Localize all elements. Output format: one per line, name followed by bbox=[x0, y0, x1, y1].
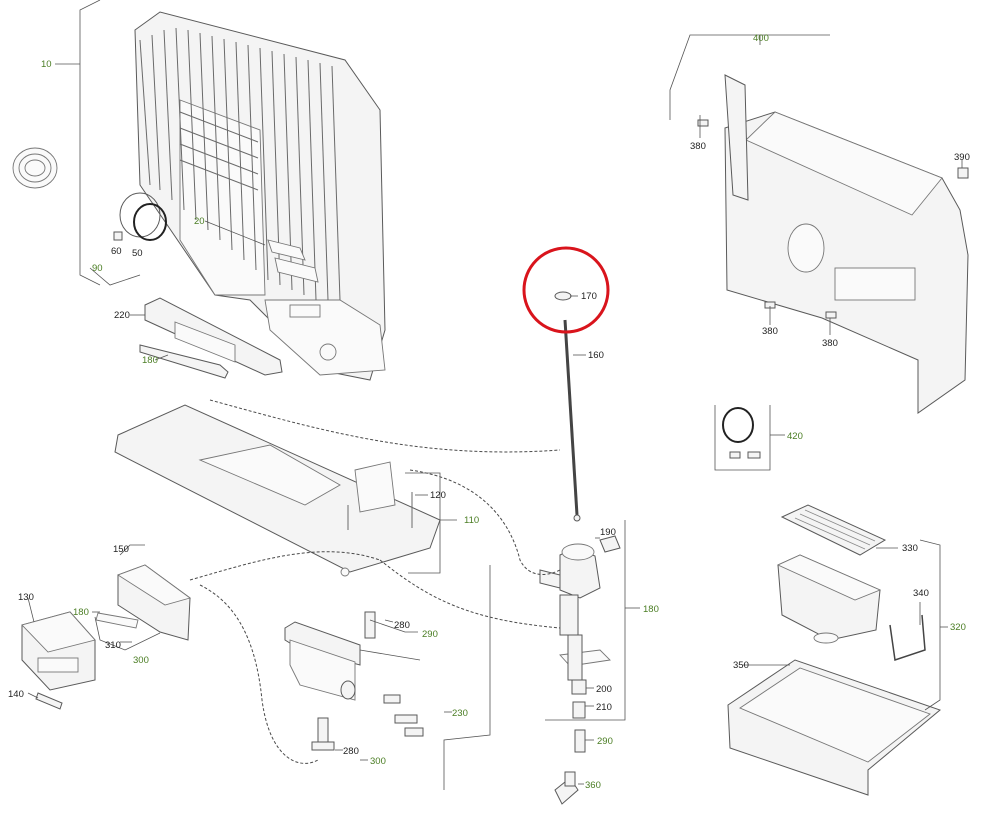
label-60[interactable]: 60 bbox=[111, 246, 122, 257]
label-90[interactable]: 90 bbox=[92, 263, 103, 274]
label-230[interactable]: 230 bbox=[452, 708, 468, 719]
label-380-mid[interactable]: 380 bbox=[762, 326, 778, 337]
label-280-bottom[interactable]: 280 bbox=[343, 746, 359, 757]
drip-tray-part-320[interactable] bbox=[776, 554, 882, 644]
tray-part-350[interactable] bbox=[727, 659, 942, 796]
label-10[interactable]: 10 bbox=[41, 59, 52, 70]
control-box-part[interactable] bbox=[21, 611, 96, 691]
label-220[interactable]: 220 bbox=[114, 310, 130, 321]
screws-part-380[interactable] bbox=[697, 119, 837, 319]
label-320[interactable]: 320 bbox=[950, 622, 966, 633]
part-labels: 10 20 60 50 90 220 180 120 110 150 130 1… bbox=[8, 33, 970, 791]
label-130[interactable]: 130 bbox=[18, 592, 34, 603]
seal-ring-part[interactable] bbox=[113, 192, 167, 241]
label-210[interactable]: 210 bbox=[596, 702, 612, 713]
cover-part-150[interactable] bbox=[116, 564, 192, 641]
heat-exchanger-part[interactable] bbox=[134, 11, 386, 381]
pilot-assembly-part-290[interactable] bbox=[284, 611, 376, 701]
label-180-bottom[interactable]: 180 bbox=[73, 607, 89, 618]
bracket-part-340[interactable] bbox=[889, 614, 926, 661]
label-300-bottom[interactable]: 300 bbox=[370, 756, 386, 767]
washer-part-170[interactable] bbox=[554, 291, 572, 301]
label-120[interactable]: 120 bbox=[430, 490, 446, 501]
connector-part-180-left[interactable] bbox=[95, 612, 139, 629]
burner-element-part[interactable] bbox=[267, 239, 319, 283]
pin-part-140[interactable] bbox=[35, 692, 63, 710]
thermostat-bar-part[interactable] bbox=[139, 297, 283, 379]
fitting-part-210[interactable] bbox=[572, 701, 586, 719]
gas-valve-part[interactable] bbox=[539, 543, 611, 681]
grill-part-330[interactable] bbox=[780, 504, 887, 556]
label-390[interactable]: 390 bbox=[954, 152, 970, 163]
label-140[interactable]: 140 bbox=[8, 689, 24, 700]
label-200[interactable]: 200 bbox=[596, 684, 612, 695]
label-180-right[interactable]: 180 bbox=[643, 604, 659, 615]
clip-part-190[interactable] bbox=[599, 535, 621, 553]
label-400[interactable]: 400 bbox=[753, 33, 769, 44]
casing-part-400[interactable] bbox=[724, 74, 969, 414]
label-380-top[interactable]: 380 bbox=[690, 141, 706, 152]
label-330[interactable]: 330 bbox=[902, 543, 918, 554]
label-380-right[interactable]: 380 bbox=[822, 338, 838, 349]
label-180-left[interactable]: 180 bbox=[142, 355, 158, 366]
electrode-part-280[interactable] bbox=[311, 717, 335, 751]
base-plate-part[interactable] bbox=[114, 404, 441, 577]
label-360[interactable]: 360 bbox=[585, 780, 601, 791]
label-160[interactable]: 160 bbox=[588, 350, 604, 361]
leader-lines bbox=[27, 0, 963, 790]
label-290-right[interactable]: 290 bbox=[597, 736, 613, 747]
label-280-top[interactable]: 280 bbox=[394, 620, 410, 631]
label-110[interactable]: 110 bbox=[464, 515, 479, 526]
flue-coil-part[interactable] bbox=[12, 147, 58, 189]
label-300-left[interactable]: 300 bbox=[133, 655, 149, 666]
label-190[interactable]: 190 bbox=[600, 527, 616, 538]
wiring-paths bbox=[189, 399, 561, 764]
label-340[interactable]: 340 bbox=[913, 588, 929, 599]
rod-part-160[interactable] bbox=[563, 319, 581, 522]
label-290-left[interactable]: 290 bbox=[422, 629, 438, 640]
label-150[interactable]: 150 bbox=[113, 544, 129, 555]
screw-part-390[interactable] bbox=[957, 167, 969, 179]
elbow-part-360[interactable] bbox=[554, 771, 579, 805]
label-50[interactable]: 50 bbox=[132, 248, 143, 259]
screw-set-part-230[interactable] bbox=[383, 694, 424, 737]
highlight-circle bbox=[522, 246, 610, 334]
label-310[interactable]: 310 bbox=[105, 640, 121, 651]
label-20[interactable]: 20 bbox=[194, 216, 205, 227]
label-420[interactable]: 420 bbox=[787, 431, 803, 442]
ring-part-420[interactable] bbox=[722, 407, 761, 459]
fitting-part-200[interactable] bbox=[571, 679, 587, 695]
label-350[interactable]: 350 bbox=[733, 660, 749, 671]
nozzle-part-290[interactable] bbox=[574, 729, 586, 753]
label-170[interactable]: 170 bbox=[581, 291, 597, 302]
